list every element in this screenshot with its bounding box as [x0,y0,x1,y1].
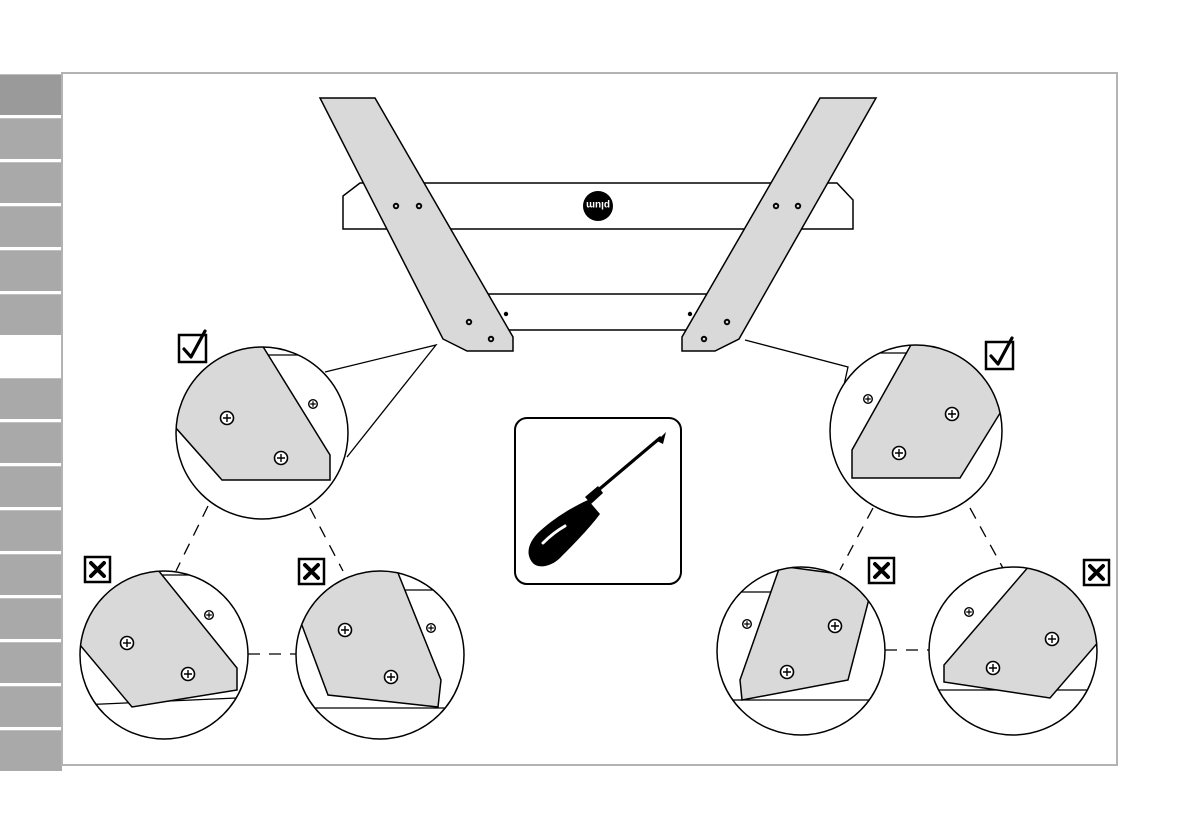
checkbox-cross-icon [85,557,110,582]
frame-assembly: plum [320,98,876,351]
lower-crossbeam [487,294,708,330]
detail-left-incorrect-b [295,568,470,739]
screwdriver-icon [515,418,681,584]
svg-text:plum: plum [586,199,610,210]
checkbox-cross-icon [869,558,894,583]
detail-left-incorrect-a [80,570,260,739]
checkbox-check-icon [179,331,206,362]
checkbox-check-icon [986,338,1013,369]
checkbox-cross-icon [1084,560,1109,585]
detail-right-incorrect-a [715,566,885,735]
detail-right-incorrect-b [929,565,1100,735]
checkbox-cross-icon [299,559,324,584]
detail-right-correct [830,343,1010,517]
